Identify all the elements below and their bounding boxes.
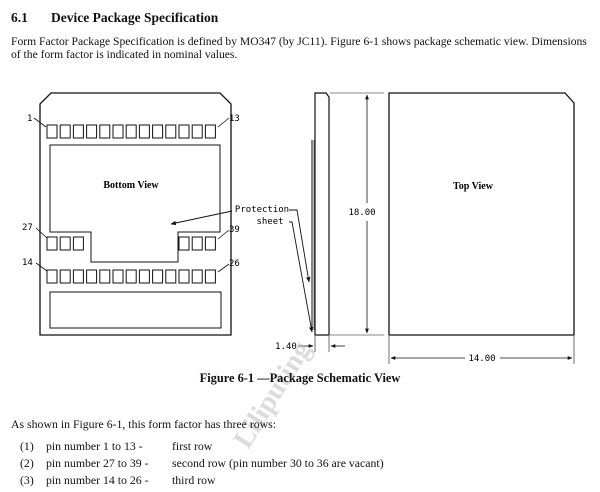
protection-sheet-label-line2: sheet <box>256 217 283 227</box>
pin-pad-15 <box>59 269 71 284</box>
pin-label-1: 1 <box>27 114 32 124</box>
list-item: (3) pin number 14 to 26 - third row <box>20 472 384 489</box>
bottom-view-strip <box>49 291 222 329</box>
pin-pad-5 <box>99 124 111 139</box>
pin-pad-9 <box>152 124 164 139</box>
pin-row-2 <box>46 236 216 251</box>
top-view-outline <box>388 92 575 336</box>
list-item-pins: pin number 1 to 13 - <box>46 439 143 453</box>
bottom-view-inner-area <box>49 144 221 263</box>
pin-pad-20 <box>125 269 137 284</box>
pin-pad-29 <box>72 236 84 251</box>
pin-label-14: 14 <box>22 258 33 268</box>
pin-pad-22 <box>152 269 164 284</box>
list-item: (1) pin number 1 to 13 - first row <box>20 438 384 455</box>
pin-pad-1 <box>46 124 58 139</box>
pin-pad-12 <box>191 124 203 139</box>
pin-pad-24 <box>178 269 190 284</box>
protection-sheet-label-line1: Protection <box>235 205 289 215</box>
bottom-view-label: Bottom View <box>103 180 159 191</box>
pin-row-1 <box>46 124 216 139</box>
pin-pad-27 <box>46 236 58 251</box>
pin-pad-14 <box>46 269 58 284</box>
intro-paragraph: Form Factor Package Specification is def… <box>11 35 587 61</box>
section-number: 6.1 <box>11 10 28 25</box>
pin-pad-26 <box>204 269 216 284</box>
pin-label-26: 26 <box>229 259 240 269</box>
dimension-width: 14.00 <box>468 354 495 364</box>
list-item-index: (3) <box>20 473 34 487</box>
pin-pad-11 <box>178 124 190 139</box>
pin-label-39: 39 <box>229 225 240 235</box>
pin-pad-37 <box>178 236 190 251</box>
pin-pad-38 <box>191 236 203 251</box>
pin-pad-7 <box>125 124 137 139</box>
pin-pad-23 <box>165 269 177 284</box>
pin-pad-10 <box>165 124 177 139</box>
top-view-label: Top View <box>453 181 494 192</box>
section-heading: 6.1 Device Package Specification <box>11 10 218 26</box>
list-item-index: (2) <box>20 456 34 470</box>
pin-pad-2 <box>59 124 71 139</box>
section-title: Device Package Specification <box>51 10 219 25</box>
list-item-description: second row (pin number 30 to 36 are vaca… <box>172 456 384 470</box>
pin-row-3 <box>46 269 216 284</box>
pin-pad-6 <box>112 124 124 139</box>
list-item-pins: pin number 14 to 26 - <box>46 473 149 487</box>
pin-pad-4 <box>86 124 98 139</box>
watermark: Liliputing <box>228 336 318 454</box>
pin-rows-list: (1) pin number 1 to 13 - first row (2) pin … <box>20 438 384 489</box>
pin-pad-25 <box>191 269 203 284</box>
list-item: (2) pin number 27 to 39 - second row (pin … <box>20 455 384 472</box>
dimension-height: 18.00 <box>348 208 375 218</box>
pin-pad-19 <box>112 269 124 284</box>
pin-pad-8 <box>138 124 150 139</box>
list-item-description: third row <box>172 473 216 487</box>
pin-label-27: 27 <box>22 223 33 233</box>
list-item-index: (1) <box>20 439 34 453</box>
pin-pad-28 <box>59 236 71 251</box>
summary-paragraph: As shown in Figure 6-1, this form factor… <box>11 417 277 431</box>
pin-pad-17 <box>86 269 98 284</box>
pin-pad-18 <box>99 269 111 284</box>
list-item-description: first row <box>172 439 213 453</box>
pin-pad-16 <box>72 269 84 284</box>
bottom-view-outline <box>39 92 232 336</box>
pin-pad-3 <box>72 124 84 139</box>
pin-pad-13 <box>204 124 216 139</box>
side-view-outline <box>314 92 330 336</box>
pin-label-13: 13 <box>229 114 240 124</box>
pin-pad-21 <box>138 269 150 284</box>
figure-caption: Figure 6-1 —Package Schematic View <box>199 371 401 385</box>
pin-pad-39 <box>204 236 216 251</box>
list-item-pins: pin number 27 to 39 - <box>46 456 149 470</box>
dimension-thickness: 1.40 <box>275 342 297 352</box>
